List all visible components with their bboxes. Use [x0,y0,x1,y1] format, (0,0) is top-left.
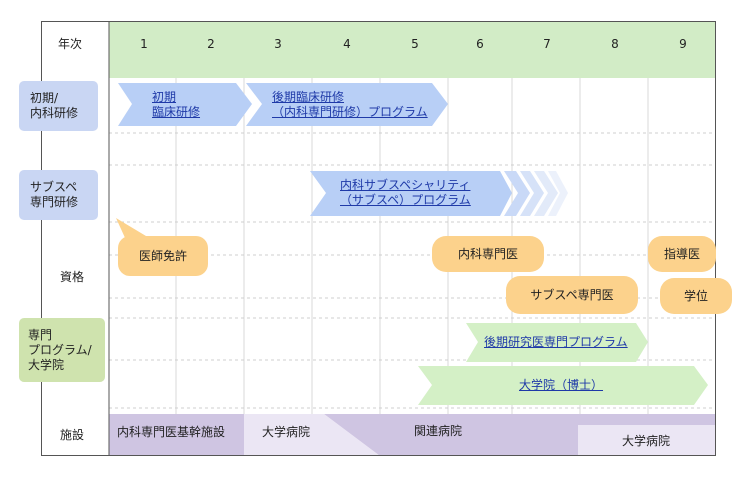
row-label-box-shoki [19,81,98,131]
arrow-daigakuin [418,366,708,405]
year-tick: 2 [207,37,215,51]
row-label-box-subspe [19,170,98,220]
arrow-subspe-chevron [534,171,558,216]
facility-band-daigaku1-slope [324,414,380,456]
arrow-subspe-chevron [548,171,568,216]
row-label-subspe: サブスペ 専門研修 [30,180,79,209]
year-tick: 1 [140,37,148,51]
qual-ishi-menkyo: 医師免許 [138,249,187,263]
arrow-koki-kenkyu [466,323,648,362]
facility-band-daigaku2-area [578,425,716,456]
year-column-label: 年次 [58,37,83,51]
arrow-subspe-chevron [504,171,530,216]
facility-band-daigaku1 [244,414,324,456]
row-label-shoki: 初期/ 内科研修 [30,91,79,120]
program-shoki-rinsho[interactable]: 初期 臨床研修 [152,90,201,119]
row-label-box-senmon [19,318,105,382]
row-label-shisetsu: 施設 [60,428,85,442]
arrow-subspe-chevron [520,171,544,216]
row-label-senmon: 専門 プログラム/ 大学院 [28,328,92,372]
facility-band-kanren [324,414,716,456]
facility-daigaku1: 大学病院 [262,425,311,439]
program-daigakuin[interactable]: 大学院（博士） [519,378,604,392]
facility-band-kikan [109,414,244,456]
year-tick: 3 [274,37,282,51]
year-tick: 6 [476,37,484,51]
pill-ishi-menkyo [118,236,208,276]
year-tick: 4 [343,37,351,51]
outer-border [41,21,716,456]
pill-gakui [660,278,732,314]
qual-shidoi: 指導医 [663,247,700,261]
facility-daigaku2: 大学病院 [622,434,671,448]
qual-gakui: 学位 [683,289,708,303]
arrow-subspe [310,171,512,216]
pill-subspe-senmon [506,276,638,314]
callout-pointer [116,218,146,240]
qual-subspe-senmon: サブスペ専門医 [530,288,614,302]
qual-naika-senmon: 内科専門医 [457,247,518,261]
program-koki-kenkyu[interactable]: 後期研究医専門プログラム [484,335,628,349]
program-koki[interactable]: 後期臨床研修 （内科専門研修）プログラム [272,90,428,119]
year-tick: 9 [679,37,687,51]
arrow-shoki-rinsho [118,83,252,126]
facility-kanren: 関連病院 [414,424,463,438]
row-label-shikaku: 資格 [60,270,85,284]
pill-naika-senmon [432,236,544,272]
pill-shidoi [648,236,716,272]
year-tick: 8 [611,37,619,51]
year-header-band [109,21,716,78]
arrow-koki [246,83,448,126]
facility-kikan: 内科専門医基幹施設 [117,425,226,439]
program-subspe[interactable]: 内科サブスペシャリティ （サブスペ）プログラム [340,178,471,207]
year-tick: 5 [411,37,419,51]
year-tick: 7 [543,37,551,51]
